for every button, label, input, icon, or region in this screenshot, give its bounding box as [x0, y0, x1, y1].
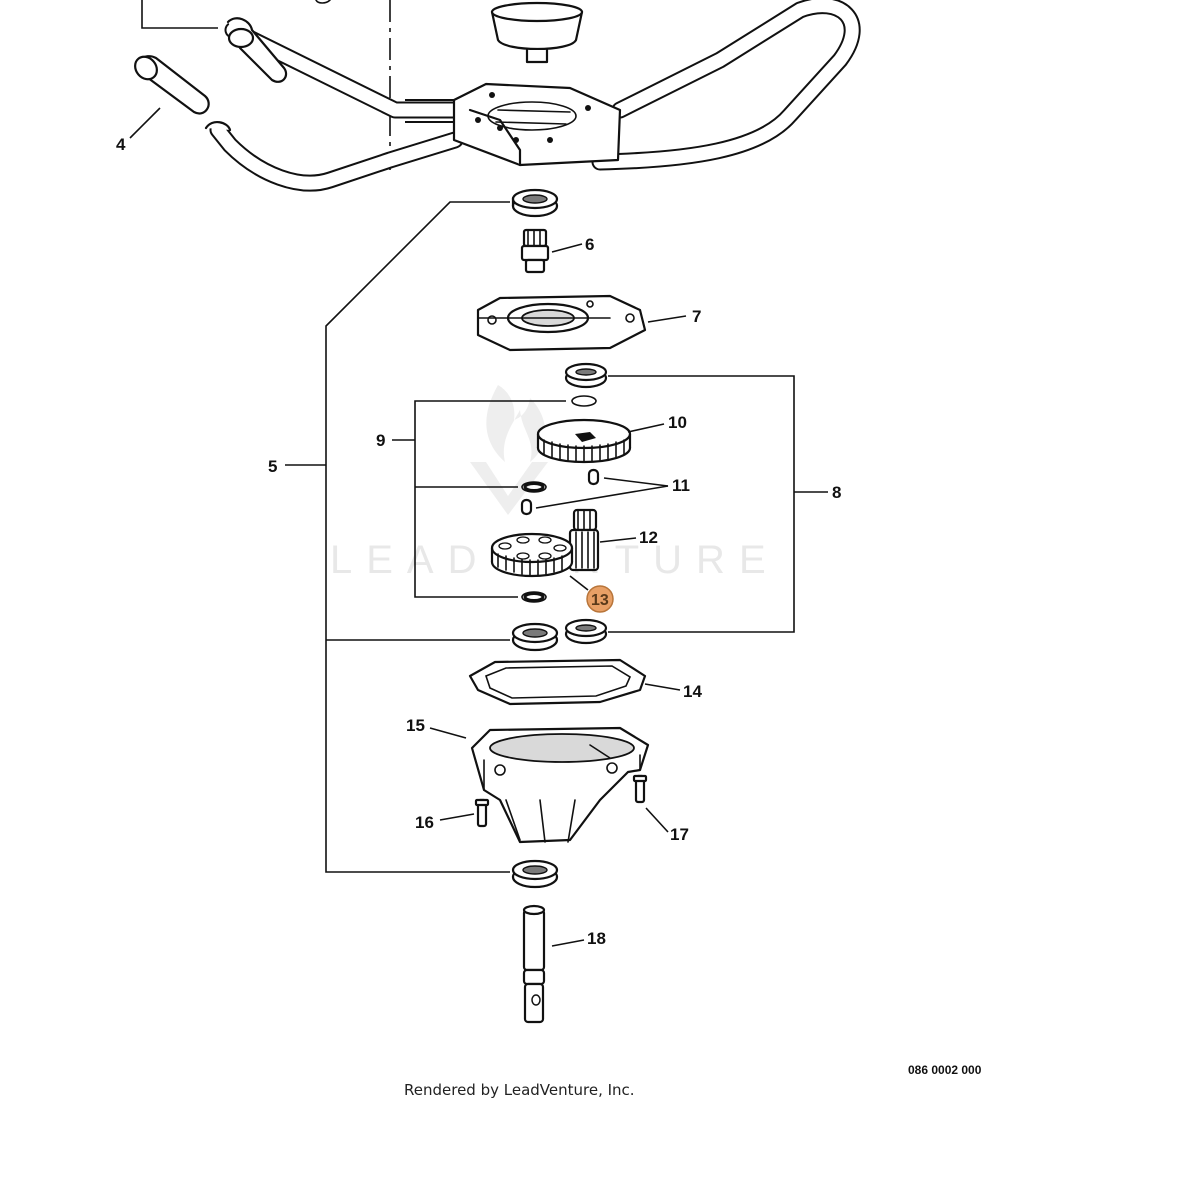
- callout-6-leader: [551, 243, 583, 253]
- output-shaft-part: [522, 904, 546, 1024]
- gearbox-cover-part: [476, 294, 647, 352]
- top-cup-part: [490, 1, 584, 64]
- bearing-right-upper-part: [564, 362, 608, 389]
- callout-15-leader: [429, 727, 467, 739]
- drive-pinion-part: [520, 228, 550, 274]
- screw-left-part: [474, 798, 490, 828]
- top-bracket-leader: [141, 0, 218, 29]
- handle-frame-part: [209, 0, 861, 192]
- drawing-number: 086 0002 000: [908, 1063, 982, 1077]
- callout-17-leader: [645, 807, 669, 833]
- callout-16[interactable]: 16: [415, 813, 434, 832]
- gasket-part: [468, 658, 647, 706]
- bracket-8-leader: [608, 375, 795, 633]
- callout-4-leader: [129, 107, 161, 139]
- callout-13[interactable]: 13: [591, 592, 609, 609]
- callout-10[interactable]: 10: [668, 413, 687, 432]
- snap-ring-middle-inner: [523, 482, 545, 492]
- callout-10-leader: [627, 423, 665, 433]
- callout-15[interactable]: 15: [406, 716, 425, 735]
- callout-11-leader-a: [603, 477, 669, 487]
- callout-5[interactable]: 5: [268, 457, 277, 476]
- intermediate-gear-part: [490, 532, 574, 578]
- bearing-lower-part: [511, 859, 559, 889]
- bracket-9-leader: [414, 400, 566, 598]
- callout-14[interactable]: 14: [683, 682, 702, 701]
- bearing-middle-left-part: [511, 622, 559, 652]
- callout-6[interactable]: 6: [585, 235, 594, 254]
- callout-7[interactable]: 7: [692, 307, 701, 326]
- pin-part: [520, 468, 600, 516]
- bearing-upper-part: [511, 188, 559, 218]
- callout-7-leader: [647, 315, 687, 323]
- callout-12-leader: [599, 537, 637, 543]
- callout-11-leader-b: [535, 485, 669, 509]
- render-credit: Rendered by LeadVenture, Inc.: [404, 1081, 635, 1099]
- callout-4[interactable]: 4: [116, 135, 126, 154]
- grip-part: [134, 55, 232, 132]
- callout-16-leader: [439, 813, 475, 821]
- watermark-logo-icon: [470, 385, 548, 515]
- callout-13-highlight[interactable]: [586, 585, 614, 613]
- callout-8[interactable]: 8: [832, 483, 841, 502]
- callout-9[interactable]: 9: [376, 431, 385, 450]
- callout-14-leader: [644, 683, 681, 691]
- bearing-middle-right-part: [564, 618, 608, 645]
- snap-ring-upper-part: [571, 395, 597, 407]
- large-gear-part: [536, 418, 632, 464]
- callout-18[interactable]: 18: [587, 929, 606, 948]
- screw-right-part: [632, 774, 648, 804]
- callout-18-leader: [551, 939, 585, 947]
- intermediate-shaft-part: [568, 508, 600, 572]
- callout-17[interactable]: 17: [670, 825, 689, 844]
- bracket-5-leader: [325, 201, 510, 873]
- snap-ring-lower-inner: [523, 592, 545, 602]
- callout-13-leader: [569, 575, 589, 591]
- top-fitting-part: [315, 0, 331, 4]
- callout-12[interactable]: 12: [639, 528, 658, 547]
- gearbox-housing-part: [470, 726, 650, 844]
- callout-11[interactable]: 11: [672, 476, 690, 495]
